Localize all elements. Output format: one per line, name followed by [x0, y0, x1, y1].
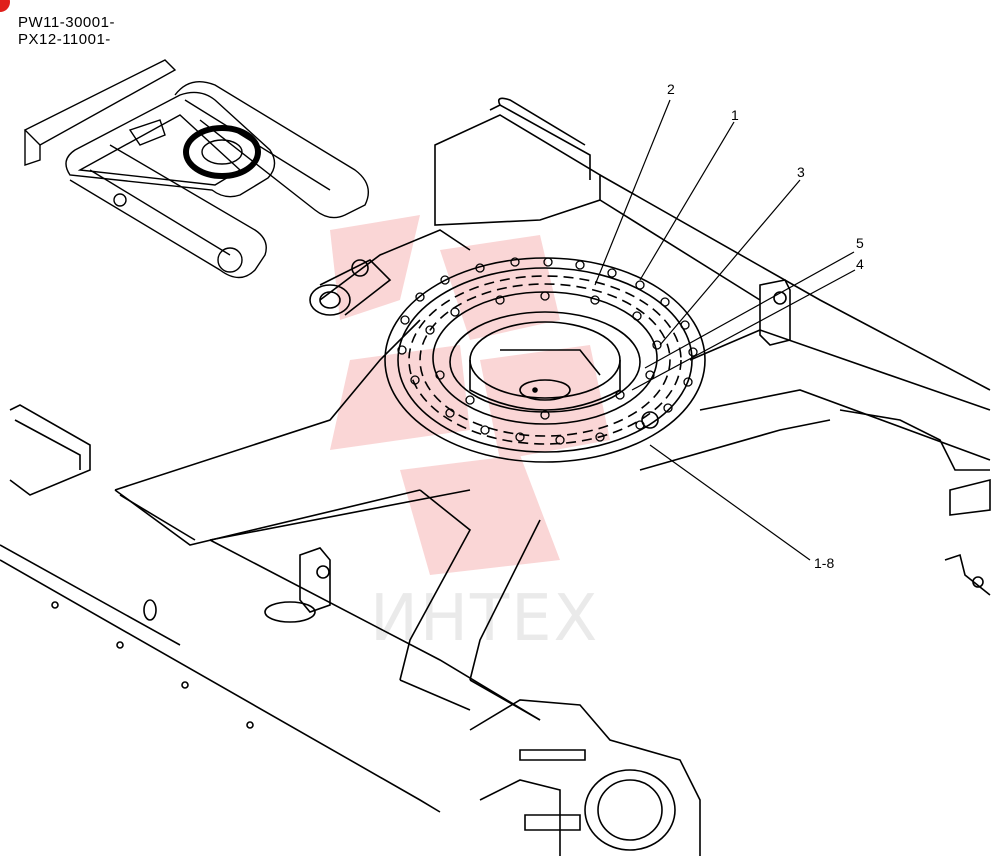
serial-number-block: PW11-30001- PX12-11001-: [18, 14, 115, 48]
serial-number-1: PW11-30001-: [18, 14, 115, 31]
corner-marker: [0, 0, 10, 12]
main-frame: [0, 97, 991, 856]
watermark-text: ИНТЕХ: [370, 582, 599, 656]
callout-leaders: [594, 99, 856, 561]
callout-3: 3: [797, 164, 805, 180]
serial-number-2: PX12-11001-: [18, 31, 111, 48]
callout-2: 2: [667, 81, 675, 97]
inset-swing-bearing-highlight: [183, 125, 261, 179]
callout-5: 5: [856, 235, 864, 251]
callout-4: 4: [856, 256, 864, 272]
bearing-bolts: [397, 257, 698, 445]
swing-bearing: [384, 257, 706, 463]
callout-1-8: 1-8: [814, 555, 834, 571]
inset-undercarriage: [23, 59, 369, 279]
callouts: 2 1 3 5 4 1-8: [667, 81, 864, 571]
callout-1: 1: [731, 107, 739, 123]
